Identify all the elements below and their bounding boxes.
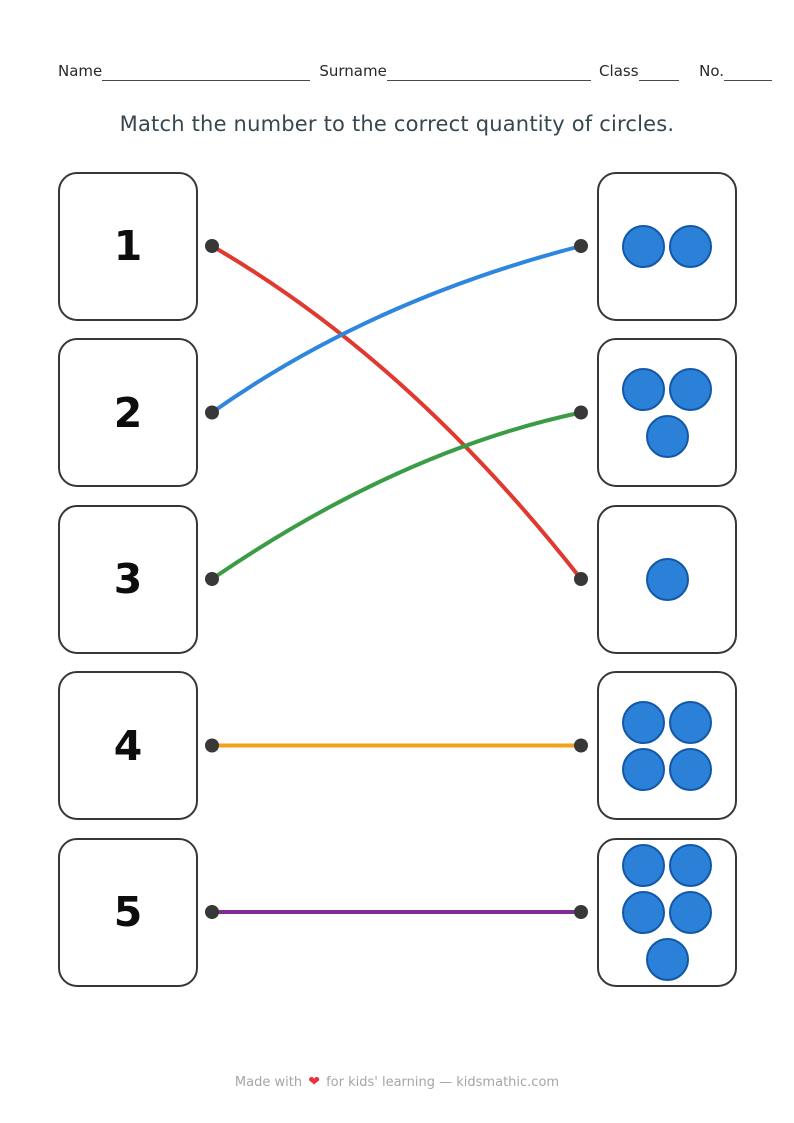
number-field: No. xyxy=(699,62,772,81)
quantity-circle xyxy=(645,414,689,458)
connection-line-2-to-2 xyxy=(210,244,583,415)
quantity-circle xyxy=(622,700,665,744)
heart-icon: ❤ xyxy=(308,1074,320,1090)
name-write-line xyxy=(102,64,311,81)
quantity-circle xyxy=(622,843,665,887)
right-connector-dot xyxy=(574,405,588,420)
footer-made-with: Made with xyxy=(234,1075,303,1090)
number-box-2: 2 xyxy=(58,338,198,487)
right-connector-dot xyxy=(574,572,588,586)
class-label: Class xyxy=(599,62,639,80)
class-field: Class xyxy=(599,62,679,81)
quantity-circle xyxy=(622,747,665,791)
circle-grid xyxy=(645,557,689,601)
circle-grid xyxy=(622,700,712,791)
surname-field: Surname xyxy=(319,62,591,81)
quantity-circle xyxy=(622,224,665,268)
circle-grid xyxy=(622,224,712,268)
quantity-box-4-circles xyxy=(597,671,737,820)
number-box-5: 5 xyxy=(58,837,198,987)
worksheet-title: Match the number to the correct quantity… xyxy=(119,112,675,136)
no-write-line xyxy=(724,64,772,81)
quantity-circle xyxy=(669,700,712,744)
name-field: Name xyxy=(58,62,311,81)
number-box-1: 1 xyxy=(58,171,198,321)
quantity-circle xyxy=(669,367,712,411)
circle-grid xyxy=(622,367,712,458)
quantity-box-2-circles xyxy=(597,171,737,321)
quantity-circle xyxy=(669,843,712,887)
no-label: No. xyxy=(699,62,724,80)
left-connector-dot xyxy=(205,905,219,919)
student-info-header: Name Surname Class No. xyxy=(58,62,772,81)
quantity-box-5-circles xyxy=(597,837,737,987)
quantity-circle xyxy=(645,557,689,601)
right-connector-dot xyxy=(574,738,588,753)
connection-line-1-to-1 xyxy=(210,244,583,581)
footer-credit: Made with ❤ for kids' learning — kidsmat… xyxy=(0,1074,794,1090)
quantity-circle xyxy=(622,890,665,934)
number-label: 2 xyxy=(113,388,143,437)
right-connector-dot xyxy=(574,905,588,919)
left-connector-dot xyxy=(205,239,219,253)
left-connector-dot xyxy=(205,738,219,753)
quantity-circle xyxy=(645,937,689,981)
number-box-4: 4 xyxy=(58,671,198,820)
number-label: 3 xyxy=(113,555,143,603)
circle-grid xyxy=(622,843,712,981)
number-label: 4 xyxy=(113,721,143,770)
quantity-box-3-circles xyxy=(597,338,737,487)
quantity-circle xyxy=(622,367,665,411)
name-label: Name xyxy=(58,62,103,80)
left-connector-dot xyxy=(205,572,219,586)
number-label: 1 xyxy=(113,222,143,270)
connection-line-3-to-3 xyxy=(210,410,583,581)
right-connector-dot xyxy=(574,239,588,253)
surname-label: Surname xyxy=(319,62,387,80)
surname-write-line xyxy=(386,64,591,81)
quantity-circle xyxy=(669,890,712,934)
quantity-circle xyxy=(669,747,712,791)
footer-rest: for kids' learning — kidsmathic.com xyxy=(326,1075,560,1090)
left-connector-dot xyxy=(205,405,219,420)
class-write-line xyxy=(638,64,679,81)
number-box-3: 3 xyxy=(58,504,198,654)
quantity-box-1-circles xyxy=(597,504,737,654)
quantity-circle xyxy=(669,224,712,268)
number-label: 5 xyxy=(113,888,143,936)
